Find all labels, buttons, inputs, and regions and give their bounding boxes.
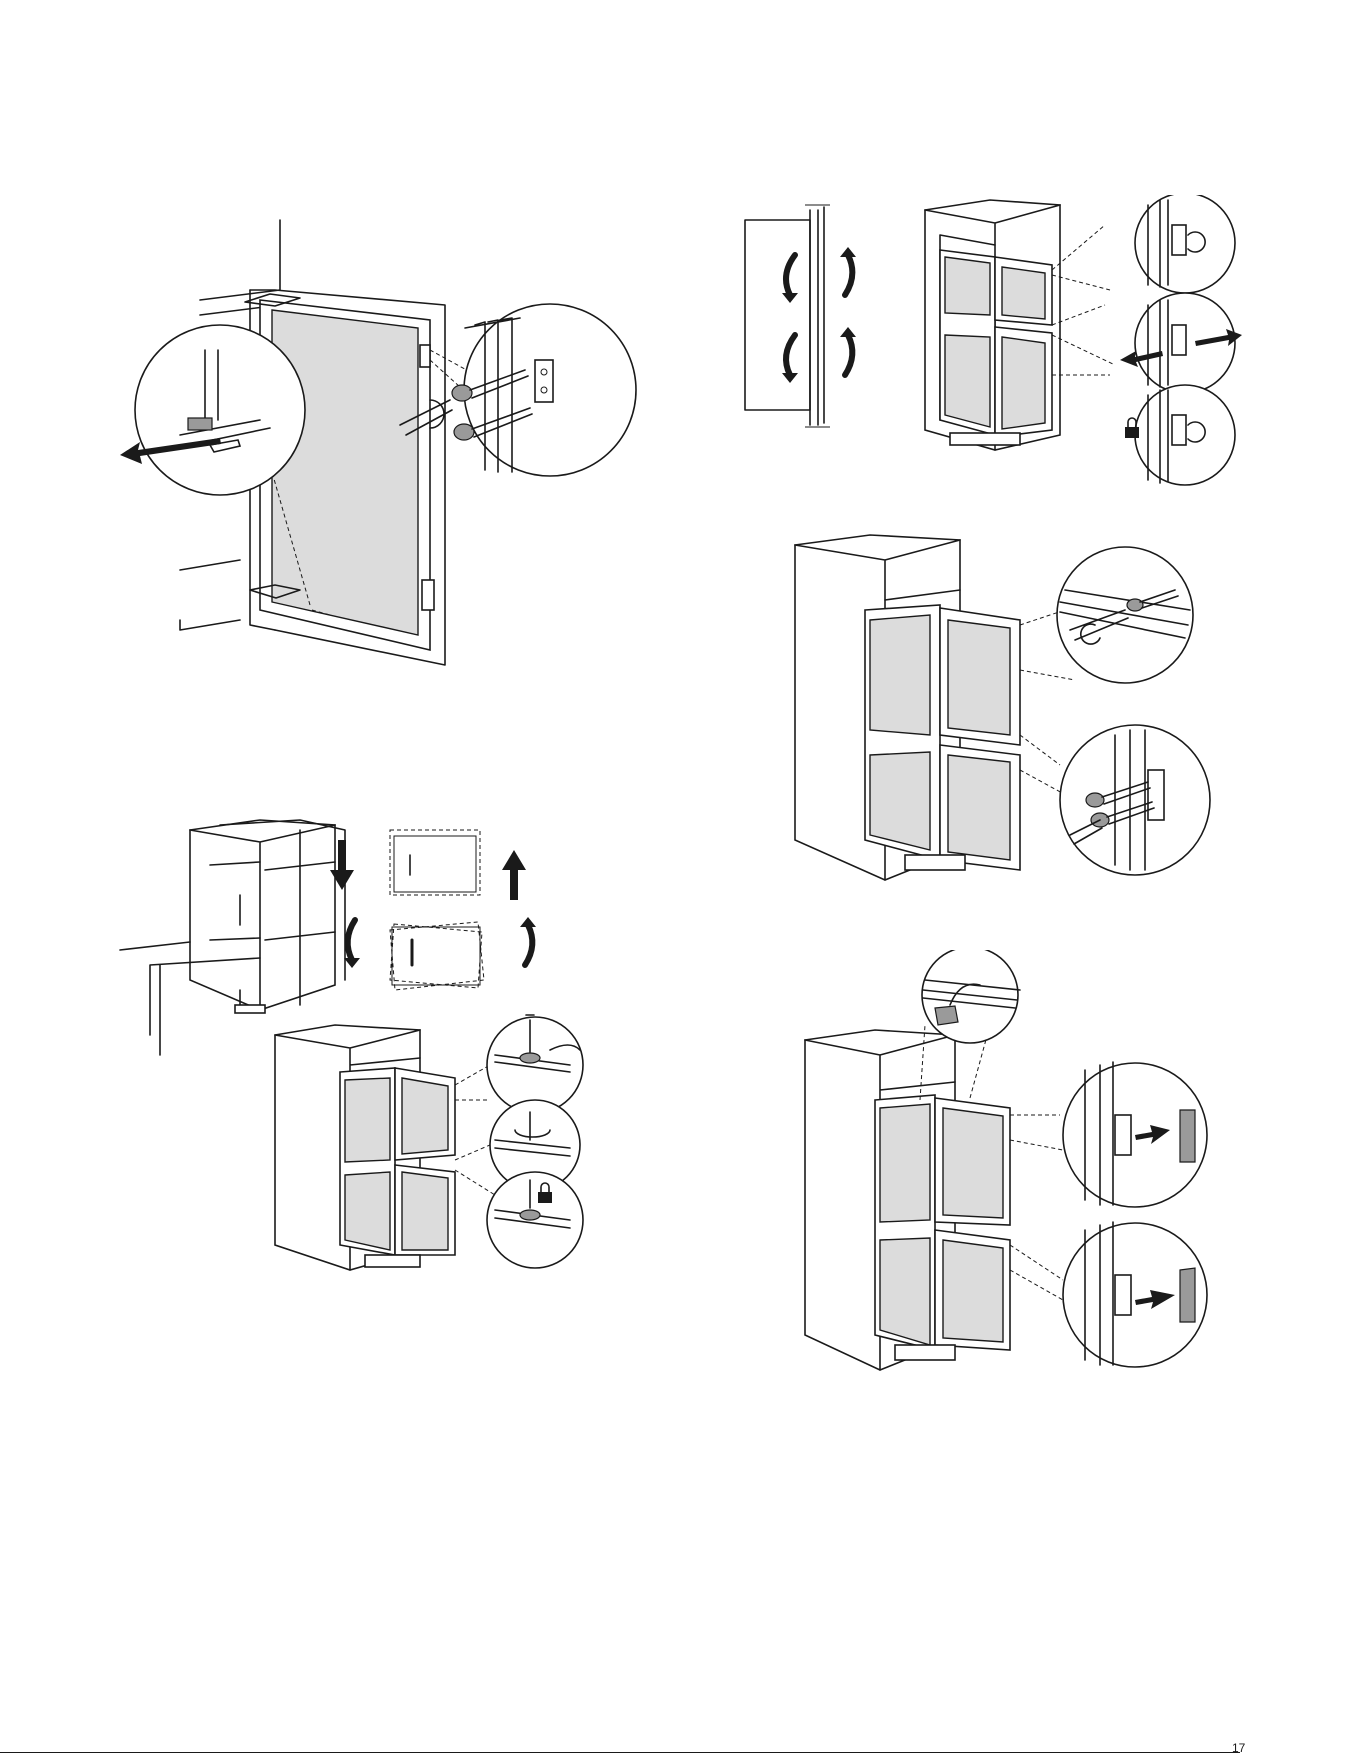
cabinet-icon	[795, 535, 1020, 880]
figure-door-alignment-kitchen	[110, 800, 670, 1320]
figure-door-fixing-screws	[790, 530, 1220, 885]
rotate-arrow-icon	[782, 247, 856, 383]
figure-hinge-covers	[795, 950, 1225, 1380]
cabinet-icon	[805, 1030, 1010, 1370]
rotate-arrow-icon	[525, 925, 532, 965]
figure-door-hinge-screws	[100, 210, 660, 680]
rotate-arrow-icon	[348, 920, 355, 960]
cabinet-icon	[925, 200, 1060, 450]
cover-cap-icon	[1180, 1110, 1195, 1162]
footer-rule	[0, 1752, 1240, 1753]
cover-cap-icon	[1180, 1268, 1195, 1322]
kitchen-icon	[120, 820, 345, 1055]
cabinet-icon	[275, 1025, 455, 1270]
page-number: 17	[1232, 1741, 1245, 1755]
magnifier-circle	[135, 325, 305, 495]
magnifier-circle	[922, 950, 1018, 1043]
cover-cap-icon	[935, 1006, 958, 1025]
figure-door-vertical-adjustment	[740, 195, 1280, 500]
magnifier-circle	[1060, 725, 1210, 875]
arrow-up-icon	[502, 850, 526, 900]
